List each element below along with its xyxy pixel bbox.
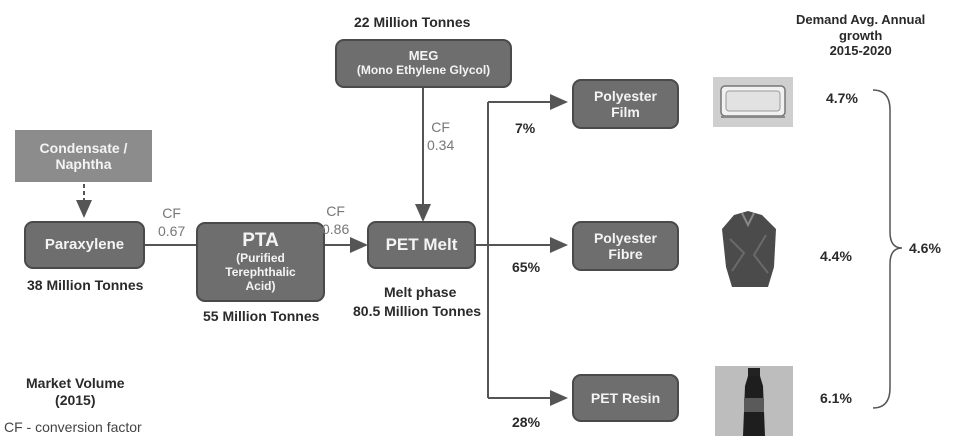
meg-title: MEG [408,48,439,64]
share-film: 7% [515,120,536,136]
melt-volume: 80.5 Million Tonnes [353,303,482,319]
paraxylene-box: Paraxylene [24,221,145,269]
melt-phase-label: Melt phase [384,284,457,300]
film-tray-image [713,77,793,127]
meg-volume: 22 Million Tonnes [354,14,471,30]
cf-footnote: CF - conversion factor [4,419,142,435]
growth-resin: 6.1% [820,390,852,406]
pta-subtitle: (Purified Terephthalic Acid) [225,251,296,293]
film-label: Polyester Film [593,87,658,120]
growth-brace [872,89,903,409]
pta-volume: 55 Million Tonnes [203,308,320,324]
meg-box: MEG (Mono Ethylene Glycol) [335,39,512,88]
growth-fibre: 4.4% [820,248,852,264]
cf-meg-melt: CF 0.34 [427,119,455,153]
condensate-naphtha-box: Condensate / Naphtha [15,130,152,182]
polyester-fibre-box: Polyester Fibre [572,221,679,271]
growth-film: 4.7% [826,90,858,106]
fibre-label: Polyester Fibre [593,229,658,262]
bottle-image [715,366,793,436]
condensate-label: Condensate / Naphtha [39,139,128,172]
paraxylene-volume: 38 Million Tonnes [27,277,144,293]
pet-melt-box: PET Melt [367,221,476,269]
polyester-film-box: Polyester Film [572,79,679,129]
pta-box: PTA (Purified Terephthalic Acid) [196,222,325,302]
demand-header: Demand Avg. Annual growth 2015-2020 [796,12,926,59]
market-volume-label: Market Volume (2015) [26,375,125,408]
share-resin: 28% [512,414,541,430]
share-fibre: 65% [512,259,541,275]
cf-pta-melt: CF 0.86 [322,203,350,237]
pet-resin-box: PET Resin [572,374,679,422]
pta-title: PTA [242,230,279,252]
meg-subtitle: (Mono Ethylene Glycol) [356,63,491,78]
growth-overall: 4.6% [909,240,941,256]
cf-paraxylene-pta: CF 0.67 [158,205,186,239]
paraxylene-label: Paraxylene [44,236,125,254]
pet-melt-label: PET Melt [385,235,458,255]
shirt-image [722,211,776,287]
resin-label: PET Resin [590,389,661,406]
